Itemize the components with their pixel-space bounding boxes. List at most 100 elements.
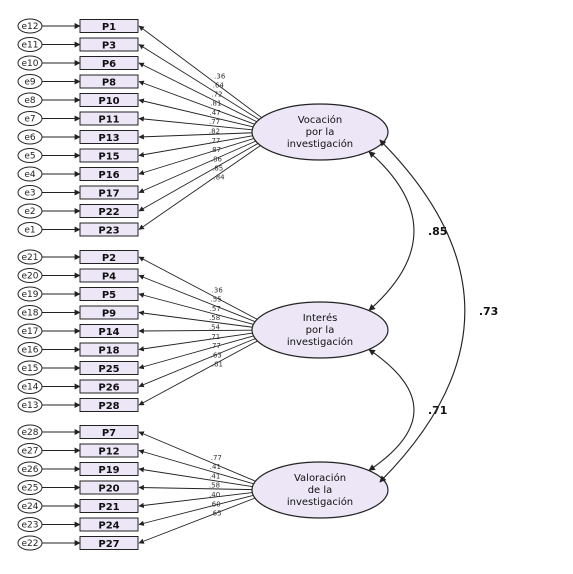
- loading-label: .60: [210, 500, 221, 508]
- error-label: e9: [24, 78, 36, 88]
- factor-label-line: por la: [306, 127, 335, 138]
- error-label: e26: [22, 465, 39, 475]
- item-label: P8: [102, 78, 116, 89]
- error-label: e25: [22, 484, 39, 494]
- item-box-P13: [79, 130, 139, 144]
- loading-label: .81: [210, 100, 221, 108]
- factor-label-line: Interés: [303, 312, 338, 324]
- loading-label: .87: [210, 146, 221, 154]
- loading-path: [138, 491, 254, 509]
- error-label: e15: [22, 364, 39, 374]
- error-label: e24: [22, 502, 39, 512]
- loading-label: .77: [209, 118, 220, 126]
- loading-path: [138, 256, 259, 321]
- item-box-P24: [79, 517, 139, 532]
- factor-label-line: Valoración: [294, 472, 346, 484]
- loading-path: [138, 431, 257, 483]
- loading-path: [138, 337, 257, 388]
- item-box-P8: [79, 74, 139, 89]
- loading-path: [138, 340, 259, 406]
- error-label: e17: [22, 327, 39, 337]
- loading-path: [138, 116, 254, 131]
- correlation-path-interes-valoracion: [368, 349, 415, 471]
- item-label: P20: [98, 484, 119, 495]
- item-label: P11: [98, 115, 119, 126]
- loading-path: [138, 132, 254, 140]
- loading-path: [138, 144, 262, 230]
- item-box-P1: [79, 19, 139, 33]
- loading-label: .77: [210, 342, 221, 350]
- loading-path: [138, 467, 254, 488]
- error-label: e19: [22, 290, 39, 300]
- item-label: P15: [98, 152, 119, 163]
- item-box-P23: [79, 222, 139, 237]
- item-box-P14: [79, 324, 139, 338]
- correlation-label-interes-valoracion: .71: [428, 404, 448, 417]
- item-box-P21: [79, 499, 139, 513]
- item-label: P16: [98, 170, 119, 181]
- item-box-P4: [79, 268, 139, 283]
- loading-path: [138, 494, 255, 526]
- loading-label: .65: [210, 510, 221, 518]
- error-label: e7: [24, 115, 35, 125]
- item-label: P27: [98, 539, 119, 550]
- loading-label: .71: [209, 333, 220, 341]
- loading-path: [138, 274, 257, 323]
- loading-label: .77: [211, 454, 222, 462]
- item-box-P26: [79, 379, 139, 394]
- error-label: e3: [24, 189, 35, 199]
- loading-label: .36: [212, 286, 224, 294]
- loading-label: .84: [213, 173, 225, 181]
- item-box-P5: [79, 287, 139, 301]
- item-box-P15: [79, 148, 139, 163]
- loading-path: [138, 332, 254, 352]
- loading-path: [138, 62, 258, 123]
- item-label: P19: [98, 465, 119, 476]
- error-label: e1: [24, 226, 35, 236]
- item-box-P9: [79, 305, 139, 320]
- loading-label: .47: [209, 109, 220, 117]
- correlation-path-vocacion-interes: [368, 151, 415, 311]
- item-label: P23: [98, 226, 119, 237]
- factor-label-line: Vocación: [298, 114, 343, 126]
- item-label: P17: [98, 189, 119, 200]
- error-label: e18: [22, 309, 39, 319]
- loading-path: [138, 140, 257, 194]
- loading-path: [138, 80, 256, 126]
- factor-ellipse-vocacion: [251, 103, 389, 161]
- item-label: P25: [98, 364, 119, 375]
- item-label: P10: [98, 96, 119, 107]
- error-label: e10: [22, 59, 39, 69]
- loading-path: [138, 25, 263, 119]
- item-box-P10: [79, 93, 139, 107]
- item-box-P3: [79, 37, 139, 52]
- loading-label: .61: [212, 361, 223, 369]
- loading-label: .57: [210, 305, 221, 313]
- item-box-P18: [79, 342, 139, 357]
- item-label: P24: [98, 521, 119, 532]
- loading-label: .36: [214, 72, 226, 80]
- item-label: P7: [102, 428, 116, 439]
- item-box-P17: [79, 185, 139, 200]
- factor-label-line: por la: [306, 325, 335, 336]
- item-label: P14: [98, 327, 119, 338]
- error-label: e21: [22, 253, 39, 263]
- loading-path: [138, 335, 255, 370]
- loading-path: [138, 484, 254, 491]
- item-label: P9: [102, 309, 116, 320]
- item-box-P19: [79, 462, 139, 476]
- error-label: e12: [22, 22, 39, 32]
- item-box-P20: [79, 480, 139, 495]
- loading-path: [138, 98, 255, 128]
- item-label: P28: [98, 401, 119, 412]
- item-box-P2: [79, 250, 139, 264]
- factor-label-line: de la: [308, 485, 333, 496]
- item-box-P7: [79, 425, 139, 439]
- item-label: P1: [102, 22, 116, 33]
- item-box-P11: [79, 111, 139, 126]
- factor-ellipse-interes: [251, 301, 389, 359]
